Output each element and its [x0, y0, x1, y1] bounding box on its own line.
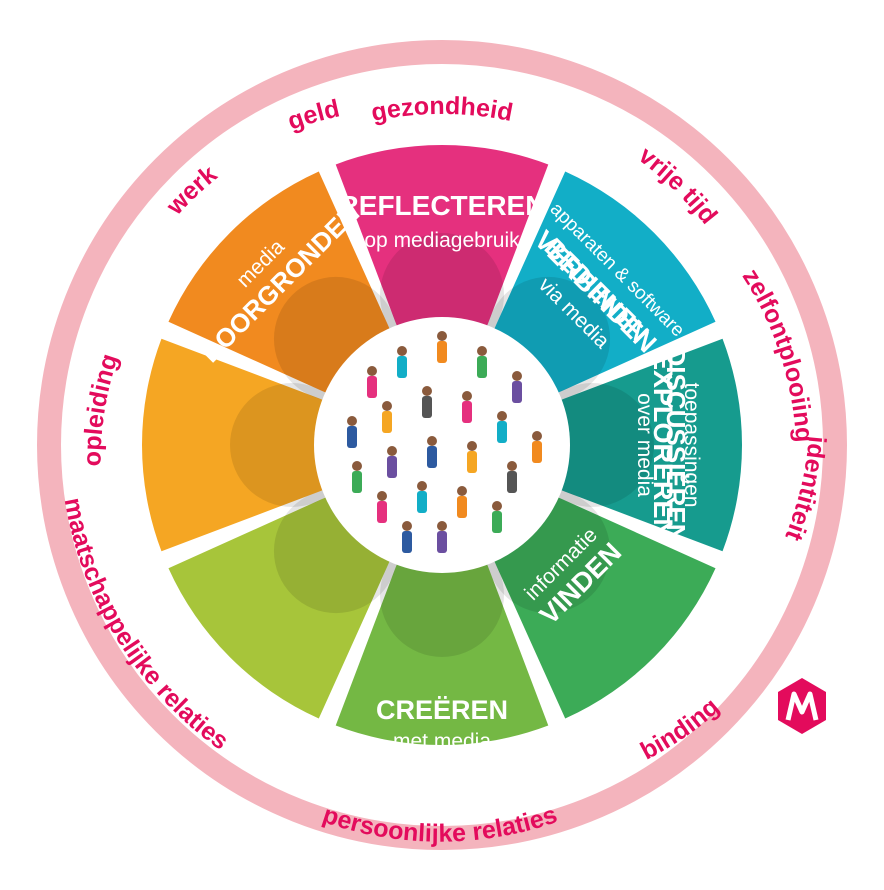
domain-opleiding: opleiding	[79, 350, 124, 466]
segment-reflecteren	[335, 145, 549, 347]
competence-title: REFLECTEREN	[339, 190, 546, 221]
segment-bedienen	[485, 171, 716, 402]
competence-title: EXPLOREREN	[648, 352, 678, 538]
segment-verbinden	[168, 488, 399, 719]
segment-exploreren	[540, 338, 743, 552]
competence-title: CREËREN	[376, 695, 508, 725]
segment-vinden	[485, 488, 716, 719]
people-illustration	[347, 331, 542, 553]
segment-doorgronden	[168, 171, 399, 402]
competence-title: DISCUSSIËREN	[661, 347, 691, 542]
outer-ring	[37, 40, 847, 850]
competence-subtitle: op mediagebruik	[364, 229, 520, 252]
domain-gezondheid: gezondheid	[369, 92, 515, 127]
domain-geld: geld	[284, 94, 342, 135]
competence-subtitle: over media	[633, 393, 656, 497]
segment-discussiëren	[142, 338, 344, 552]
brand-logo	[770, 674, 834, 738]
competence-subtitle: toepassingen	[680, 383, 703, 508]
segment-creëren	[335, 543, 549, 746]
competence-subtitle: met media	[393, 730, 491, 753]
